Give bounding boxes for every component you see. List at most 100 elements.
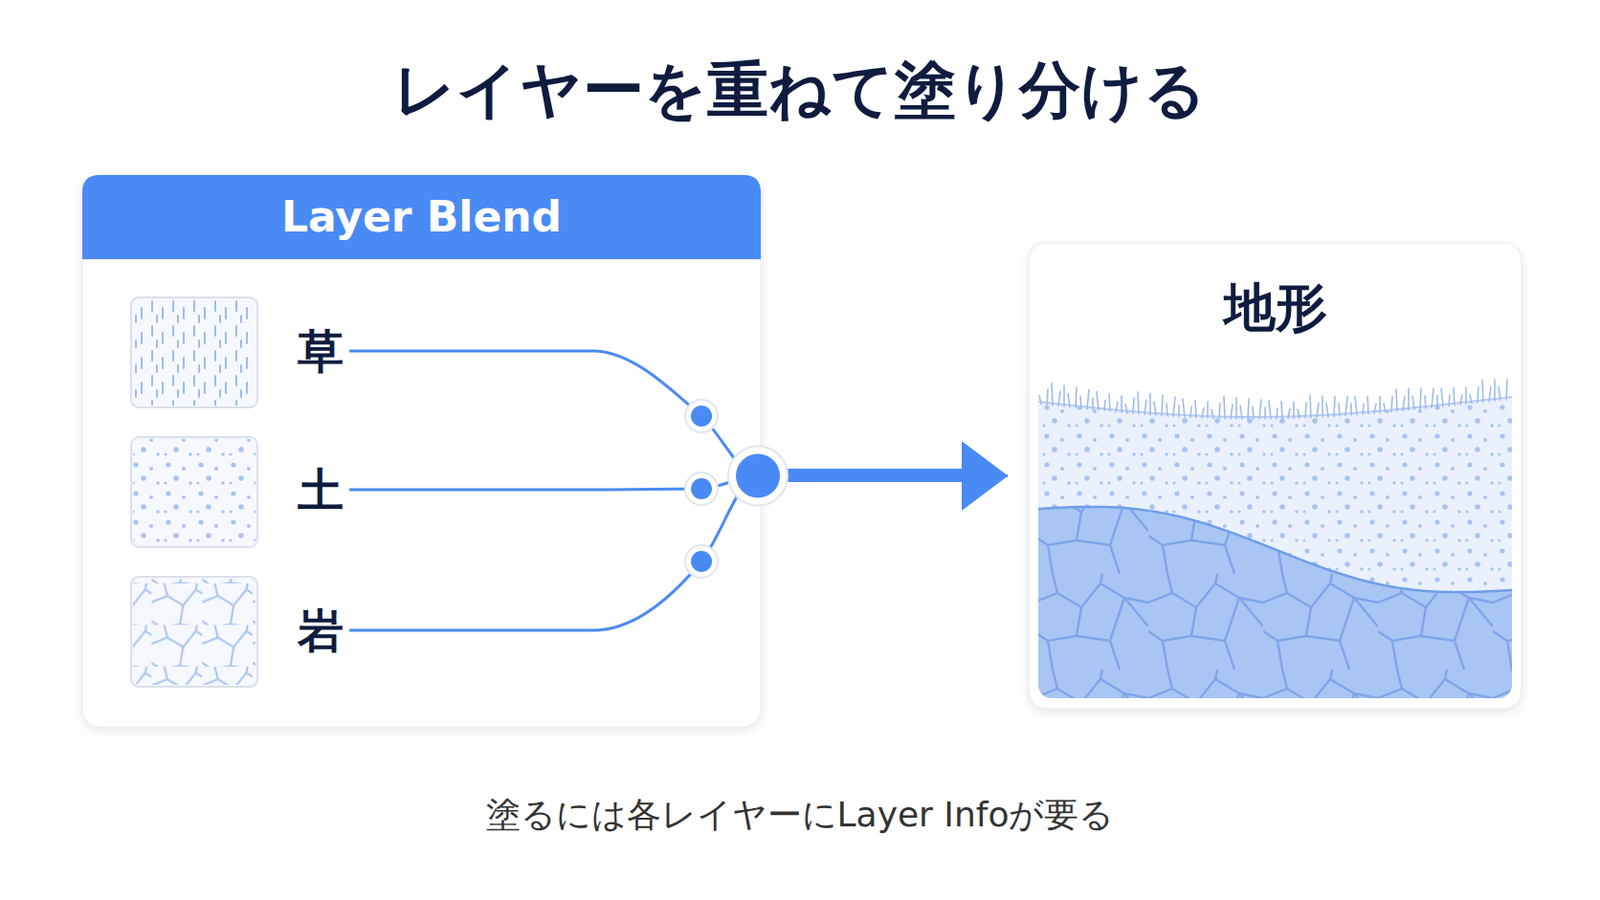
grass-blade [1396, 389, 1398, 412]
grass-blade [1281, 401, 1283, 420]
grass-blade [1096, 392, 1099, 411]
socket-ring [685, 400, 718, 433]
layer-label: 岩 [291, 601, 350, 660]
grass-blade [1201, 408, 1204, 419]
texture-swatch-fill [133, 578, 256, 686]
grass-blade [1367, 397, 1369, 415]
grass-blades [1039, 379, 1508, 420]
grass-blade [1252, 406, 1254, 420]
grass-blade [1355, 397, 1357, 416]
grass-blade [1402, 396, 1405, 411]
grass-blade [1104, 400, 1106, 411]
grass-blade [1067, 394, 1070, 408]
grass-blade [1453, 388, 1455, 406]
grass-blade [1482, 379, 1484, 402]
grass-blade [1247, 399, 1249, 420]
grass-blade [1046, 389, 1048, 405]
soil-dots [1038, 397, 1512, 699]
grass-blade [1177, 405, 1180, 418]
grass-blade [1412, 396, 1415, 410]
grass-blade [1424, 396, 1426, 409]
grass-blade [1292, 401, 1295, 419]
grass-blade [1115, 402, 1118, 413]
grass-blade [1240, 405, 1243, 420]
grass-blade [1219, 402, 1221, 419]
grass-blade [1133, 398, 1134, 414]
grass-blade [1477, 387, 1479, 403]
grass-blade [1374, 403, 1377, 414]
grass-blade [1310, 396, 1312, 419]
grass-blade [1431, 388, 1434, 408]
grass-blade [1190, 406, 1192, 418]
socket-dot [690, 478, 712, 500]
grass-blade [1436, 396, 1439, 408]
grass-blade [1091, 398, 1094, 410]
grass-blade [1488, 387, 1491, 402]
panel-heading: 地形 [1028, 243, 1522, 339]
grass-blade [1321, 396, 1324, 418]
output-socket-ring [728, 446, 788, 507]
grass-blade [1448, 395, 1450, 406]
grass-blade [1223, 397, 1225, 420]
grass-blade [1268, 400, 1271, 420]
grass-blade [1149, 394, 1152, 416]
socket-dot [690, 551, 712, 573]
grass-blade [1144, 400, 1147, 415]
terrain-panel: 地形 [1028, 243, 1522, 710]
grass-blade [1391, 397, 1393, 413]
panel-background [1028, 243, 1522, 710]
grass-blade [1407, 389, 1410, 411]
grass-blade [1345, 397, 1348, 417]
socket-ring [685, 545, 718, 578]
grass-blade [1362, 403, 1364, 415]
grass-blade [1469, 395, 1472, 404]
grass-blade [1063, 385, 1066, 407]
grass-blade [1137, 392, 1139, 415]
grass-blade [1498, 386, 1501, 400]
grass-blade [1109, 394, 1111, 412]
input-socket [685, 400, 718, 433]
grass-blade [1288, 408, 1290, 419]
input-socket [685, 472, 718, 506]
title: レイヤーを重ねて塗り分ける [0, 49, 1600, 131]
layer-name: 草 [297, 322, 344, 380]
layer-name: 岩 [297, 601, 344, 660]
grass-blade [1338, 403, 1340, 417]
grass-blade [1465, 387, 1467, 404]
grass-blade [1460, 395, 1463, 405]
grass-blade [1058, 391, 1061, 406]
texture-swatch [131, 437, 258, 548]
grass-blade [1154, 401, 1156, 416]
connector [349, 476, 1008, 491]
layer-label: 草 [291, 322, 350, 380]
grass-blade [1195, 400, 1197, 419]
connector [349, 351, 1008, 477]
grass-blade [1297, 409, 1300, 419]
grass-blade [1316, 402, 1319, 418]
grass-blade [1125, 404, 1128, 414]
terrain-illustration [1038, 379, 1512, 699]
grass-blade [1333, 396, 1335, 417]
panel-header-bar [82, 175, 761, 260]
grass-blade [1259, 400, 1262, 420]
grass-blade [1235, 398, 1238, 420]
grass-blade [1120, 396, 1123, 413]
output-socket [735, 454, 780, 499]
panel-background [82, 175, 761, 728]
grass-blade [1378, 397, 1381, 414]
layer-panel: Layer Blend草土岩 [82, 175, 761, 728]
grass-blade [1173, 397, 1176, 417]
texture-swatch-fill [133, 299, 256, 406]
grass-blade [1230, 404, 1233, 420]
grass-blade [1211, 409, 1214, 419]
grass-blade [1182, 399, 1185, 418]
grass-blade [1039, 395, 1042, 404]
texture-swatch [131, 297, 258, 408]
grass-blade [1350, 403, 1353, 416]
connector [349, 476, 1008, 632]
grass-blade [1206, 401, 1209, 419]
grass-blade [1326, 403, 1329, 418]
